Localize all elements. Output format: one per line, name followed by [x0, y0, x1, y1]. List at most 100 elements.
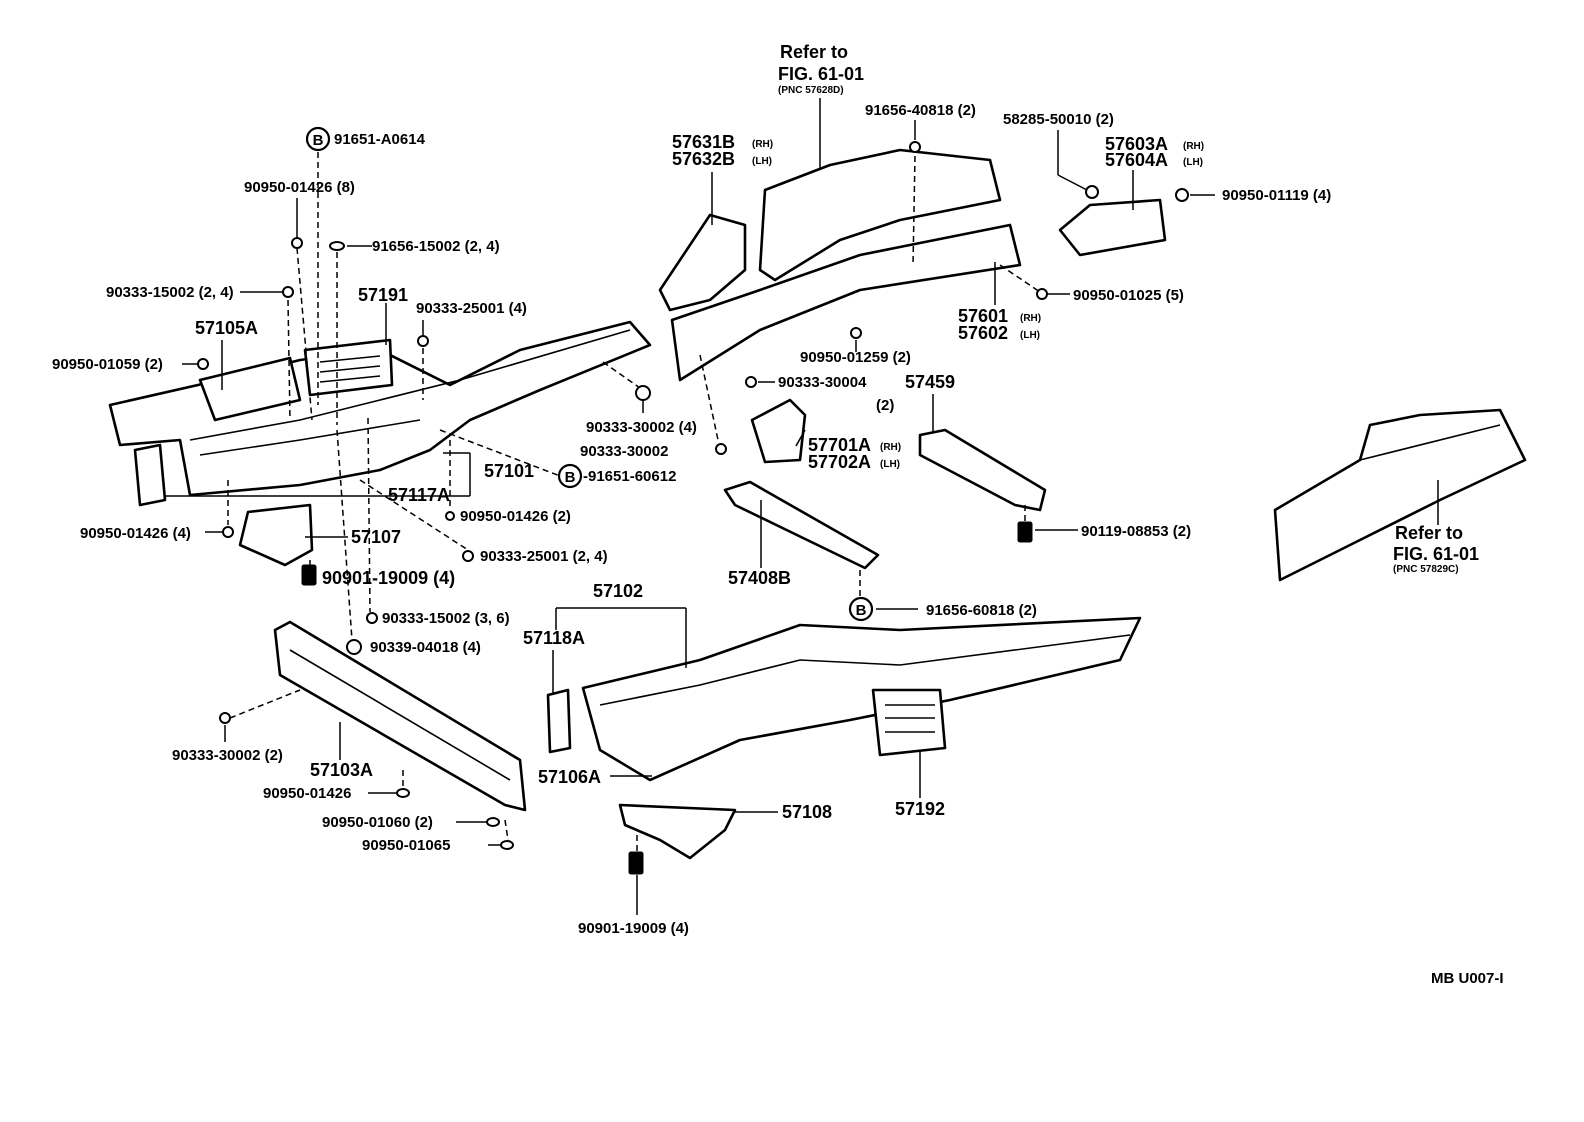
side-member-57102 [581, 616, 1142, 782]
label-57459: 57459 [905, 372, 955, 392]
nut-icon [715, 443, 727, 455]
label-90950-01065: 90950-01065 [362, 837, 450, 854]
bracket-57631B [658, 213, 747, 312]
nut-icon [850, 327, 862, 339]
bracket-57192 [871, 688, 947, 757]
svg-text:57601: 57601 [958, 306, 1008, 326]
label-90950-01426-8: 90950-01426 (8) [244, 179, 355, 196]
nut-icon [1175, 188, 1189, 202]
label-90119-08853: 90119-08853 (2) [1081, 523, 1191, 540]
label-90950-01060: 90950-01060 (2) [322, 814, 433, 831]
bolt-icon [301, 564, 317, 586]
bolt-icon [628, 851, 644, 875]
grommet-icon [329, 241, 345, 251]
label-57603A: 57603A (RH) [1105, 134, 1204, 154]
svg-text:(LH): (LH) [752, 156, 772, 167]
nut-icon [219, 712, 231, 724]
label-57106A: 57106A [538, 767, 601, 787]
label-91656-60818: 91656-60818 (2) [926, 602, 1037, 619]
svg-text:57632B: 57632B [672, 149, 735, 169]
label-57701A: 57701A (RH) [808, 435, 901, 455]
label-90950-01426-2: 90950-01426 (2) [460, 508, 571, 525]
svg-text:FIG. 61-01: FIG. 61-01 [1393, 544, 1479, 564]
label-57602: 57602 (LH) [958, 323, 1040, 343]
nut-icon [1036, 288, 1048, 300]
part-drawings [108, 148, 1527, 860]
svg-text:Refer to: Refer to [780, 42, 848, 62]
nut-icon [909, 141, 921, 153]
svg-text:57631B: 57631B [672, 132, 735, 152]
reference-note-57829C: Refer to FIG. 61-01 (PNC 57829C) [1393, 523, 1479, 575]
nut-icon [417, 335, 429, 347]
fasteners [197, 141, 1189, 875]
label-90333-25001-24: 90333-25001 (2, 4) [480, 548, 608, 565]
upper-apron [758, 148, 1002, 282]
label-90333-30002: 90333-30002 [580, 443, 668, 460]
part-labels: 91651-A0614 90950-01426 (8) 91656-15002 … [52, 102, 1331, 937]
member-57105A [198, 356, 302, 422]
plate-57118A [546, 688, 572, 754]
label-90950-01426: 90950-01426 [263, 785, 351, 802]
svg-text:(LH): (LH) [1183, 157, 1203, 168]
label-91656-40818: 91656-40818 (2) [865, 102, 976, 119]
nut-icon [366, 612, 378, 624]
reference-note-57628D: Refer to FIG. 61-01 (PNC 57628D) [778, 42, 864, 96]
grommet-icon [486, 817, 500, 827]
label-90901-19009-a: 90901-19009 (4) [322, 568, 455, 588]
label-90339-04018: 90339-04018 (4) [370, 639, 481, 656]
label-57632B: 57632B (LH) [672, 149, 772, 169]
label-57101: 57101 [484, 461, 534, 481]
svg-text:B: B [565, 469, 576, 486]
bracket-57107 [238, 503, 314, 567]
nut-icon [222, 526, 234, 538]
svg-text:57603A: 57603A [1105, 134, 1168, 154]
label-90950-01119: 90950-01119 (4) [1222, 187, 1331, 204]
cross-member-57103A [273, 620, 527, 812]
label-90333-15002-24: 90333-15002 (2, 4) [106, 284, 234, 301]
label-57601: 57601 (RH) [958, 306, 1041, 326]
svg-text:(RH): (RH) [1020, 313, 1041, 324]
label-57702A: 57702A (LH) [808, 452, 900, 472]
label-57192: 57192 [895, 799, 945, 819]
nut-icon [445, 511, 455, 521]
crossmember-57459 [918, 428, 1047, 512]
crossmember-57408B [723, 480, 880, 570]
label-90333-30004: 90333-30004 [778, 374, 867, 391]
diagram-code: MB U007-I [1431, 970, 1504, 987]
label-91651-A0614: 91651-A0614 [334, 131, 426, 148]
label-90333-30004-qty: (2) [876, 397, 894, 414]
nut-icon [1085, 185, 1099, 199]
label-90333-30002-4: 90333-30002 (4) [586, 419, 697, 436]
bracket-57701A [750, 398, 807, 464]
label-91656-15002: 91656-15002 (2, 4) [372, 238, 500, 255]
svg-text:Refer to: Refer to [1395, 523, 1463, 543]
label-57118A: 57118A [523, 628, 585, 648]
label-57191: 57191 [358, 285, 408, 305]
circled-b-marker: B [557, 463, 583, 489]
nut-icon [197, 358, 209, 370]
label-90950-01259: 90950-01259 (2) [800, 349, 911, 366]
label-90901-19009-b: 90901-19009 (4) [578, 920, 689, 937]
label-90333-30002-2: 90333-30002 (2) [172, 747, 283, 764]
svg-text:B: B [313, 132, 324, 149]
svg-text:57602: 57602 [958, 323, 1008, 343]
nut-icon [462, 550, 474, 562]
svg-text:(RH): (RH) [752, 139, 773, 150]
label-57604A: 57604A (LH) [1105, 150, 1203, 170]
label-90950-01426-4: 90950-01426 (4) [80, 525, 191, 542]
label-90950-01025: 90950-01025 (5) [1073, 287, 1184, 304]
label-57631B: 57631B (RH) [672, 132, 773, 152]
bracket-57108 [618, 803, 737, 860]
nut-icon [282, 286, 294, 298]
front-plate-57117A [133, 443, 167, 507]
label-57103A: 57103A [310, 760, 373, 780]
nut-icon [291, 237, 303, 249]
svg-text:(RH): (RH) [880, 442, 901, 453]
label-90333-25001-4: 90333-25001 (4) [416, 300, 527, 317]
label-57408B: 57408B [728, 568, 791, 588]
label-90950-01059: 90950-01059 (2) [52, 356, 163, 373]
label-57107: 57107 [351, 527, 401, 547]
svg-text:(PNC 57628D): (PNC 57628D) [778, 85, 844, 96]
label-91651-60612: -91651-60612 [583, 468, 676, 485]
